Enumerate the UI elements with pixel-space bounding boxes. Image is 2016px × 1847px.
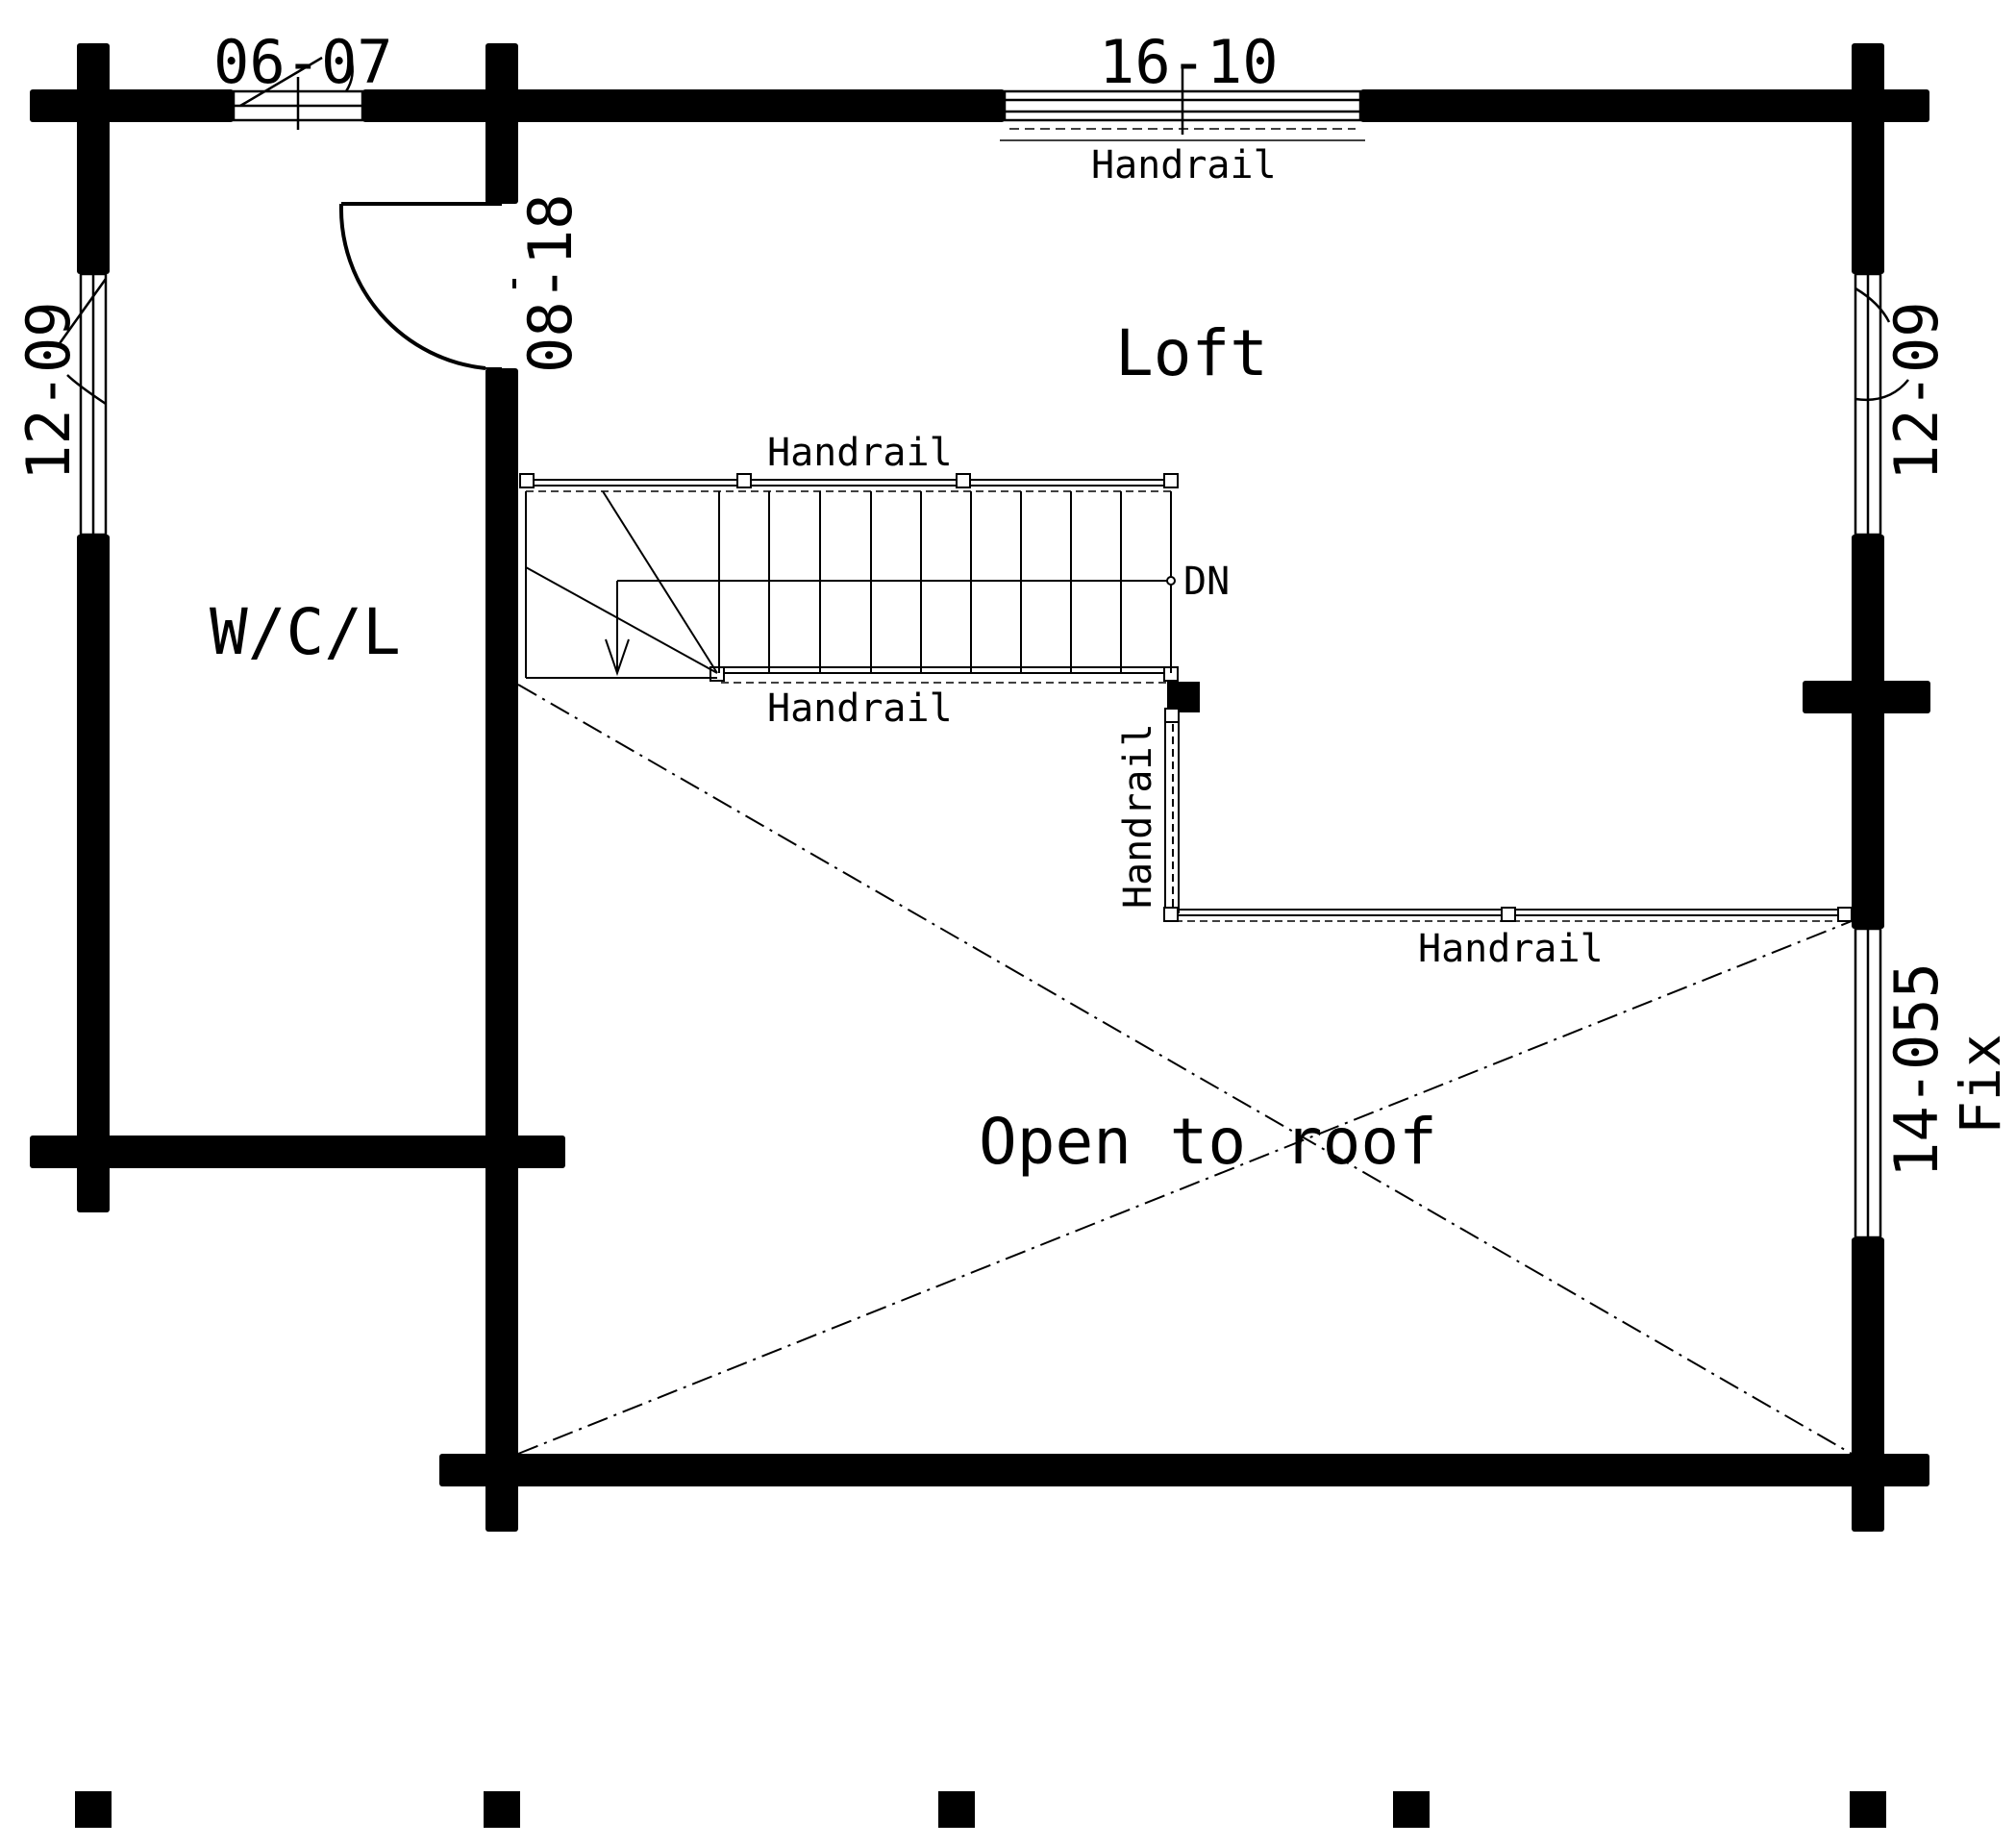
door-label: 08-18 [515, 193, 585, 373]
wall-right-mid [1852, 535, 1884, 929]
window-label-top-center: 16-10 [1099, 27, 1279, 97]
window-label-top-left: 06-07 [213, 27, 393, 97]
wall-bottom [439, 1454, 1929, 1486]
handrail-label-vertical: Handrail [1116, 723, 1160, 909]
handrail-label-top-window: Handrail [1091, 143, 1277, 187]
door-swing [338, 202, 516, 370]
room-label-loft: Loft [1115, 316, 1268, 390]
stair-direction-label: DN [1183, 560, 1230, 604]
stair-post [1167, 682, 1200, 712]
open-to-roof-lines [517, 684, 1853, 1455]
window-label-right-fixed: 14-055 [1881, 962, 1952, 1178]
window-top-left [232, 56, 364, 130]
room-label-wcl: W/C/L [210, 595, 401, 669]
foundation-post-3 [938, 1791, 975, 1828]
foundation-post-4 [1393, 1791, 1430, 1828]
wall-right-stub [1803, 681, 1930, 713]
wall-right-upper [1852, 43, 1884, 274]
wall-interior-lower [485, 368, 518, 1532]
wall-wcl-bottom [30, 1136, 565, 1168]
wall-left-lower [77, 535, 110, 1212]
wall-top-left [30, 89, 234, 122]
handrail-label-stair-top: Handrail [767, 431, 953, 475]
window-left [56, 272, 108, 537]
windows [56, 56, 1909, 1239]
window-label-right: 12-09 [1881, 301, 1952, 481]
handrail-label-bottom: Handrail [1418, 927, 1604, 971]
room-label-open-to-roof: Open to roof [979, 1105, 1437, 1179]
window-note-fix: Fix [1948, 1034, 2013, 1135]
stair [519, 473, 1179, 684]
wall-top-right [1360, 89, 1929, 122]
foundation-post-5 [1850, 1791, 1886, 1828]
window-right-fixed [1854, 927, 1882, 1239]
foundation-post-2 [484, 1791, 520, 1828]
wall-top-mid-left [362, 89, 1005, 122]
walls [30, 43, 1930, 1828]
window-right [1854, 272, 1909, 537]
handrail-label-stair-bottom: Handrail [767, 686, 953, 731]
wall-interior-upper [485, 43, 518, 204]
window-label-left: 12-09 [13, 301, 84, 481]
foundation-post-1 [75, 1791, 112, 1828]
wall-left-upper [77, 43, 110, 274]
handrail-loft-edge [1163, 708, 1853, 922]
wall-right-lower [1852, 1237, 1884, 1532]
window-top-center [1000, 67, 1365, 141]
